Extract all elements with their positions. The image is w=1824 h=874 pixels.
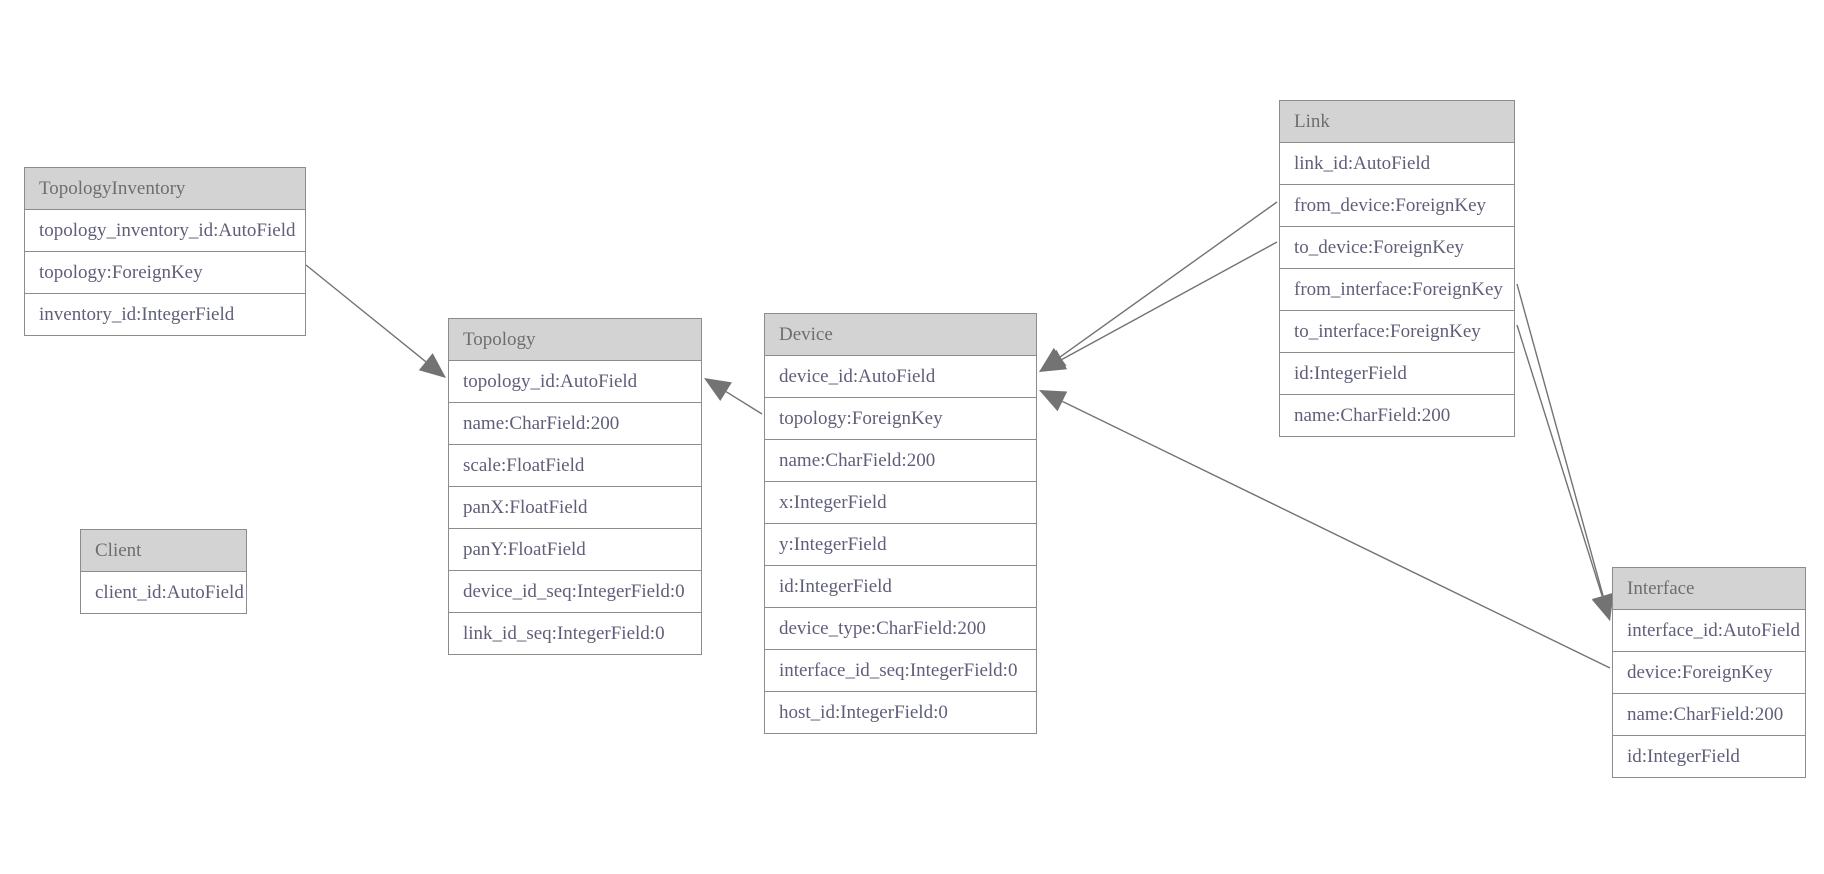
- entity-field: topology_id:AutoField: [449, 361, 701, 403]
- arrowhead-icon: [704, 378, 732, 402]
- entity-field: name:CharField:200: [1613, 694, 1805, 736]
- entity-field: device_id:AutoField: [765, 356, 1036, 398]
- entity-field: id:IntegerField: [765, 566, 1036, 608]
- entity-field: y:IntegerField: [765, 524, 1036, 566]
- relationship-line-link-to-interface: [1516, 324, 1603, 597]
- entity-field: link_id:AutoField: [1280, 143, 1514, 185]
- entity-field: inventory_id:IntegerField: [25, 294, 305, 335]
- entity-title-topology_inventory: TopologyInventory: [25, 168, 305, 210]
- entity-field: interface_id:AutoField: [1613, 610, 1805, 652]
- arrowhead-icon: [1039, 390, 1068, 412]
- entity-field: id:IntegerField: [1613, 736, 1805, 777]
- entity-field: to_interface:ForeignKey: [1280, 311, 1514, 353]
- entity-field: device_type:CharField:200: [765, 608, 1036, 650]
- relationship-line-link-to-device: [1061, 241, 1278, 361]
- entity-field: id:IntegerField: [1280, 353, 1514, 395]
- entity-field: topology:ForeignKey: [765, 398, 1036, 440]
- entity-field: device_id_seq:IntegerField:0: [449, 571, 701, 613]
- entity-field: x:IntegerField: [765, 482, 1036, 524]
- entity-field: host_id:IntegerField:0: [765, 692, 1036, 733]
- entity-field: device:ForeignKey: [1613, 652, 1805, 694]
- entity-field: name:CharField:200: [1280, 395, 1514, 436]
- entity-field: interface_id_seq:IntegerField:0: [765, 650, 1036, 692]
- entity-title-device: Device: [765, 314, 1036, 356]
- entity-field: topology_inventory_id:AutoField: [25, 210, 305, 252]
- entity-title-interface: Interface: [1613, 568, 1805, 610]
- entity-field: scale:FloatField: [449, 445, 701, 487]
- relationship-line-topologyinventory-topology: [305, 264, 427, 363]
- entity-field: name:CharField:200: [765, 440, 1036, 482]
- entity-field: topology:ForeignKey: [25, 252, 305, 294]
- relationship-line-link-from-interface: [1516, 283, 1604, 597]
- entity-field: panX:FloatField: [449, 487, 701, 529]
- entity-title-client: Client: [81, 530, 246, 572]
- entity-field: name:CharField:200: [449, 403, 701, 445]
- entity-field: from_interface:ForeignKey: [1280, 269, 1514, 311]
- entity-title-topology: Topology: [449, 319, 701, 361]
- entity-title-link: Link: [1280, 101, 1514, 143]
- relationship-line-interface-device: [1062, 400, 1611, 669]
- arrowhead-icon: [1591, 592, 1613, 621]
- arrowhead-icon: [1039, 347, 1067, 372]
- relationship-line-link-from-device: [1059, 201, 1278, 358]
- entity-field: client_id:AutoField: [81, 572, 246, 613]
- entity-field: link_id_seq:IntegerField:0: [449, 613, 701, 654]
- arrowhead-icon: [418, 353, 446, 378]
- entity-field: from_device:ForeignKey: [1280, 185, 1514, 227]
- entity-field: panY:FloatField: [449, 529, 701, 571]
- relationship-line-device-topology: [725, 391, 763, 415]
- arrowhead-icon: [1592, 593, 1614, 621]
- entity-field: to_device:ForeignKey: [1280, 227, 1514, 269]
- arrowhead-icon: [1039, 349, 1068, 372]
